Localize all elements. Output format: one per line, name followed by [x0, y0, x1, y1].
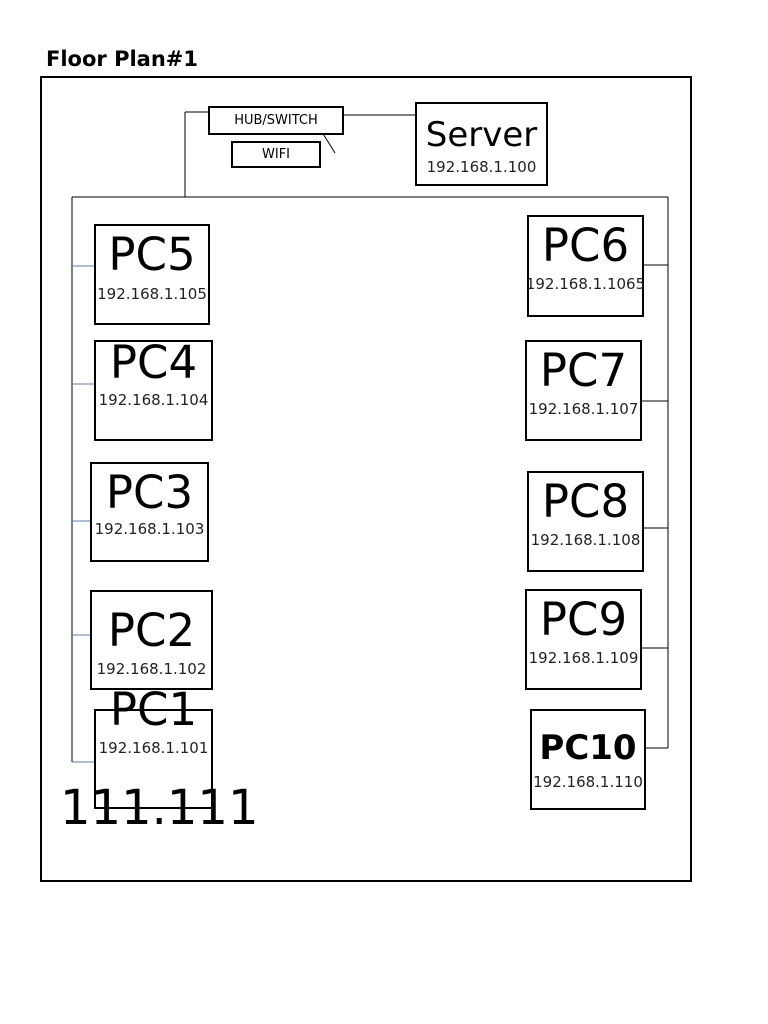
pc9-ip: 192.168.1.109	[528, 649, 639, 667]
pc8-name: PC8	[541, 475, 630, 528]
page-title: Floor Plan#1	[46, 47, 198, 71]
pc10-ip: 192.168.1.110	[533, 773, 643, 791]
stray-number-text: 111.111	[60, 780, 259, 836]
wifi-label: WIFI	[262, 147, 290, 162]
pc2-name: PC2	[107, 604, 196, 657]
server-ip: 192.168.1.100	[426, 158, 537, 176]
pc1-name: PC1	[109, 683, 198, 736]
hub-switch-label: HUB/SWITCH	[234, 113, 318, 128]
server-name: Server	[425, 115, 538, 155]
pc8-ip: 192.168.1.108	[530, 531, 641, 549]
pc5-ip: 192.168.1.105	[97, 285, 207, 303]
hub-switch-box: HUB/SWITCH	[208, 106, 344, 135]
pc6-ip: 192.168.1.1065	[525, 275, 646, 293]
pc6-name: PC6	[541, 219, 630, 272]
pc5-name: PC5	[108, 228, 196, 281]
hub-wifi-link	[321, 131, 336, 154]
pc1-ip: 192.168.1.101	[98, 739, 209, 757]
pc7-name: PC7	[539, 344, 628, 397]
pc4-box: PC4 192.168.1.104	[94, 340, 213, 441]
pc7-ip: 192.168.1.107	[528, 400, 639, 418]
pc3-box: PC3 192.168.1.103	[90, 462, 209, 562]
pc4-name: PC4	[109, 336, 198, 389]
pc2-box: PC2 192.168.1.102	[90, 590, 213, 690]
pc10-box: PC10 192.168.1.110	[530, 709, 646, 810]
wifi-box: WIFI	[231, 141, 321, 168]
pc7-box: PC7 192.168.1.107	[525, 340, 642, 441]
pc5-box: PC5 192.168.1.105	[94, 224, 210, 325]
pc3-ip: 192.168.1.103	[94, 520, 205, 538]
floor-plan-boundary	[40, 76, 692, 882]
pc1-box: PC1 192.168.1.101	[94, 687, 213, 809]
pc9-name: PC9	[539, 593, 628, 646]
pc3-name: PC3	[105, 466, 194, 519]
pc8-box: PC8 192.168.1.108	[527, 471, 644, 572]
pc10-name: PC10	[539, 728, 637, 768]
pc6-box: PC6 192.168.1.1065	[526, 215, 645, 317]
pc9-box: PC9 192.168.1.109	[525, 589, 642, 690]
pc2-ip: 192.168.1.102	[96, 660, 207, 678]
pc4-ip: 192.168.1.104	[98, 391, 209, 409]
server-box: Server 192.168.1.100	[415, 102, 548, 186]
